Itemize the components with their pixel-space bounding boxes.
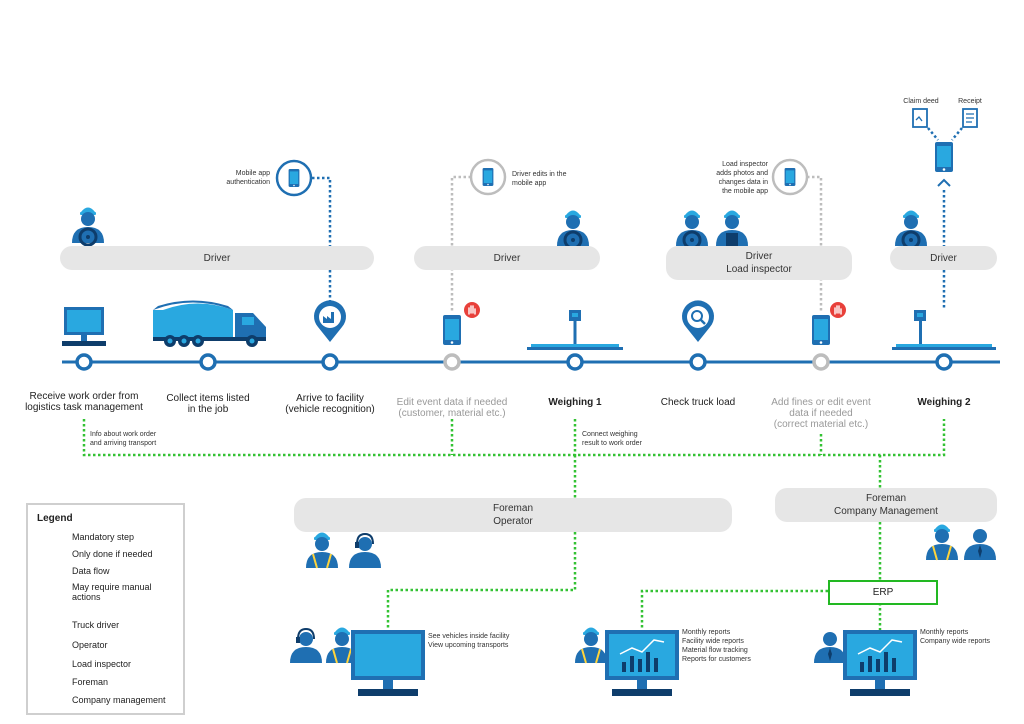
truck-driver-icon (70, 206, 106, 247)
note-connect-weighing: Connect weighing result to work order (582, 431, 642, 447)
role-bar-driver: Driver (414, 246, 600, 270)
legend-item: Load inspector (72, 659, 132, 669)
legend-item: Foreman (72, 677, 109, 687)
step-label: Receive work order from logistics task m… (25, 391, 143, 413)
phone-icon (935, 142, 953, 172)
note-load-inspector: Load inspector adds photos and changes d… (716, 161, 768, 195)
arrow-up-icon (937, 178, 951, 187)
timeline-node (75, 353, 93, 371)
note-receipt: Receipt (958, 98, 982, 105)
computer-icon (62, 307, 106, 346)
note-driver-edits: Driver edits in the mobile app (512, 171, 567, 187)
role-bar-driver-load-inspector: Driver Load inspector (666, 246, 852, 280)
operator-icon (289, 628, 323, 664)
connector-line (951, 127, 963, 141)
timeline-node (689, 353, 707, 371)
manual-action-icon (830, 302, 846, 318)
receipt-icon (962, 108, 978, 128)
timeline-node (321, 353, 339, 371)
claim-deed-icon (912, 108, 928, 128)
step-label: Weighing 2 (917, 397, 971, 408)
timeline-node (199, 353, 217, 371)
note-claim-deed: Claim deed (903, 98, 939, 105)
step-label: Check truck load (660, 397, 736, 408)
note-info-work-order: Info about work order and arriving trans… (90, 431, 157, 447)
facility-pin-icon (314, 300, 346, 342)
company-management-icon (964, 529, 996, 560)
truck-driver-icon (674, 209, 710, 250)
dump-truck-icon (153, 300, 266, 347)
monitor-icon (351, 630, 425, 696)
connector-line (807, 175, 823, 312)
truck-driver-icon (893, 209, 929, 250)
inspect-pin-icon (682, 300, 714, 342)
role-bar-foreman-operator: Foreman Operator (294, 498, 732, 532)
legend-item: Operator (72, 640, 108, 650)
operator-icon (348, 533, 382, 569)
legend-item: Company management (72, 695, 166, 705)
legend-item: Data flow (72, 566, 110, 576)
legend-item: May require manual actions (72, 582, 152, 602)
mobile-app-circle-icon (771, 158, 809, 196)
load-inspector-icon (716, 210, 748, 246)
step-label: Arrive to facility (vehicle recognition) (285, 393, 375, 415)
reports-monitor-icon (605, 630, 679, 696)
timeline-node (443, 353, 461, 371)
legend-title: Legend (37, 513, 73, 524)
note-management-screen: Monthly reports Company wide reports (920, 629, 991, 645)
connector-line (312, 176, 332, 305)
foreman-icon (305, 531, 339, 569)
step-label: Add fines or edit event data if needed (… (771, 397, 871, 430)
note-foreman-screen: Monthly reports Facility wide reports Ma… (682, 629, 751, 663)
foreman-icon (925, 523, 959, 561)
reports-monitor-icon (843, 630, 917, 696)
note-operator-screen: See vehicles inside facility View upcomi… (428, 633, 510, 649)
company-management-icon (814, 632, 846, 663)
role-bar-driver: Driver (890, 246, 997, 270)
step-label: Edit event data if needed (customer, mat… (396, 397, 508, 419)
timeline-node (935, 353, 953, 371)
legend: Legend Mandatory step Only done if neede… (26, 503, 185, 715)
foreman-icon (574, 626, 608, 664)
timeline-node (812, 353, 830, 371)
connector-line (450, 175, 471, 312)
scale-icon (892, 310, 996, 350)
legend-item: Mandatory step (72, 532, 135, 542)
note-mobile-auth: Mobile app authentication (226, 170, 270, 186)
mobile-app-circle-icon (275, 159, 313, 197)
connector-line (927, 127, 939, 141)
role-bar-driver: Driver (60, 246, 374, 270)
data-flow-line (82, 419, 946, 457)
manual-action-icon (464, 302, 480, 318)
data-flow-line (640, 589, 828, 630)
mobile-app-circle-icon (469, 158, 507, 196)
timeline-node (566, 353, 584, 371)
step-label: Weighing 1 (548, 397, 602, 408)
truck-driver-icon (555, 209, 591, 250)
step-label: Collect items listed in the job (166, 393, 250, 415)
scale-icon (527, 310, 623, 350)
legend-item: Truck driver (72, 620, 120, 630)
data-flow-line (386, 532, 577, 630)
legend-item: Only done if needed (72, 549, 153, 559)
phone-icon (812, 315, 830, 345)
phone-icon (443, 315, 461, 345)
erp-box: ERP (828, 580, 938, 605)
role-bar-foreman-management: Foreman Company Management (775, 488, 997, 522)
